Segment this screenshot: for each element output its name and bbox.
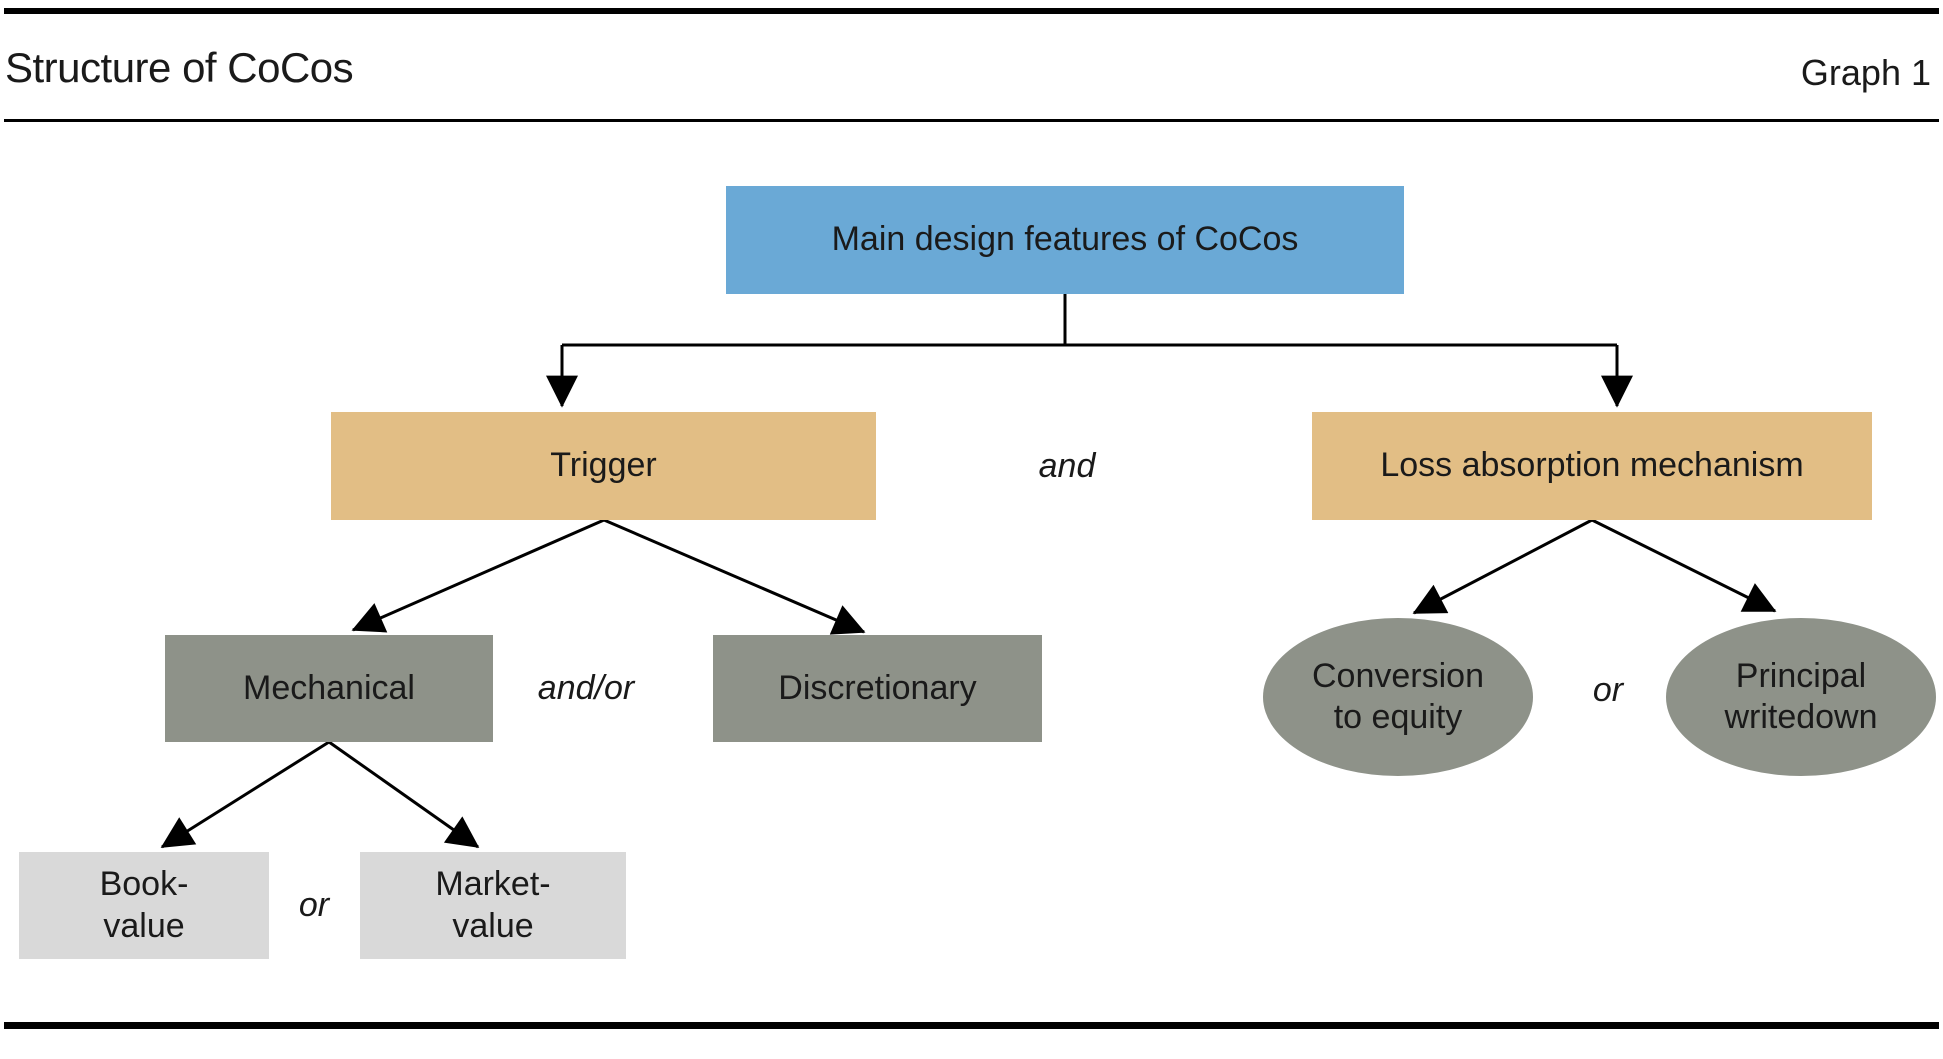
operator-or-values: or — [274, 879, 354, 931]
page-title: Structure of CoCos — [5, 44, 354, 91]
operator-and-or: and/or — [520, 662, 652, 714]
node-label-line1: Conversion — [1312, 656, 1484, 695]
node-trigger: Trigger — [331, 412, 876, 520]
node-label: Mechanical — [243, 668, 415, 707]
node-label: Main design features of CoCos — [831, 220, 1299, 259]
node-label-line2: value — [452, 906, 534, 945]
node-label: Discretionary — [778, 668, 977, 707]
edge-loss-principal — [1591, 518, 1777, 613]
node-label-line2: value — [103, 906, 185, 945]
node-label-line1: Market- — [435, 865, 551, 904]
node-mechanical: Mechanical — [165, 635, 493, 742]
edge-mechanical-book — [160, 740, 330, 849]
node-principal-writedown: Principal writedown — [1666, 618, 1936, 776]
operator-or-loss: or — [1568, 664, 1648, 716]
node-label-line2: to equity — [1333, 698, 1463, 736]
operator-label: and — [1038, 446, 1096, 485]
edge-mechanical-market — [328, 740, 480, 849]
operator-label: or — [1592, 670, 1624, 709]
header-rule — [4, 119, 1939, 122]
edge-trigger-discretionary — [603, 518, 866, 635]
node-loss-absorption: Loss absorption mechanism — [1312, 412, 1872, 520]
operator-and: and — [1013, 440, 1121, 492]
node-label-line1: Principal — [1735, 656, 1867, 695]
node-conversion-to-equity: Conversion to equity — [1263, 618, 1533, 776]
bottom-rule — [4, 1022, 1939, 1029]
node-label-line1: Book- — [99, 865, 189, 904]
edge-loss-conversion — [1412, 518, 1593, 615]
node-label: Trigger — [550, 446, 657, 485]
node-book-value: Book- value — [19, 852, 269, 959]
top-rule — [4, 8, 1939, 14]
operator-label: or — [298, 885, 330, 924]
graph-number-label: Graph 1 — [1800, 52, 1931, 93]
edge-trigger-mechanical — [351, 518, 605, 633]
node-market-value: Market- value — [360, 852, 626, 959]
node-main-design-features: Main design features of CoCos — [726, 186, 1404, 294]
node-label-line2: writedown — [1724, 698, 1878, 736]
node-label: Loss absorption mechanism — [1380, 446, 1804, 485]
operator-label: and/or — [537, 668, 635, 707]
node-discretionary: Discretionary — [713, 635, 1042, 742]
